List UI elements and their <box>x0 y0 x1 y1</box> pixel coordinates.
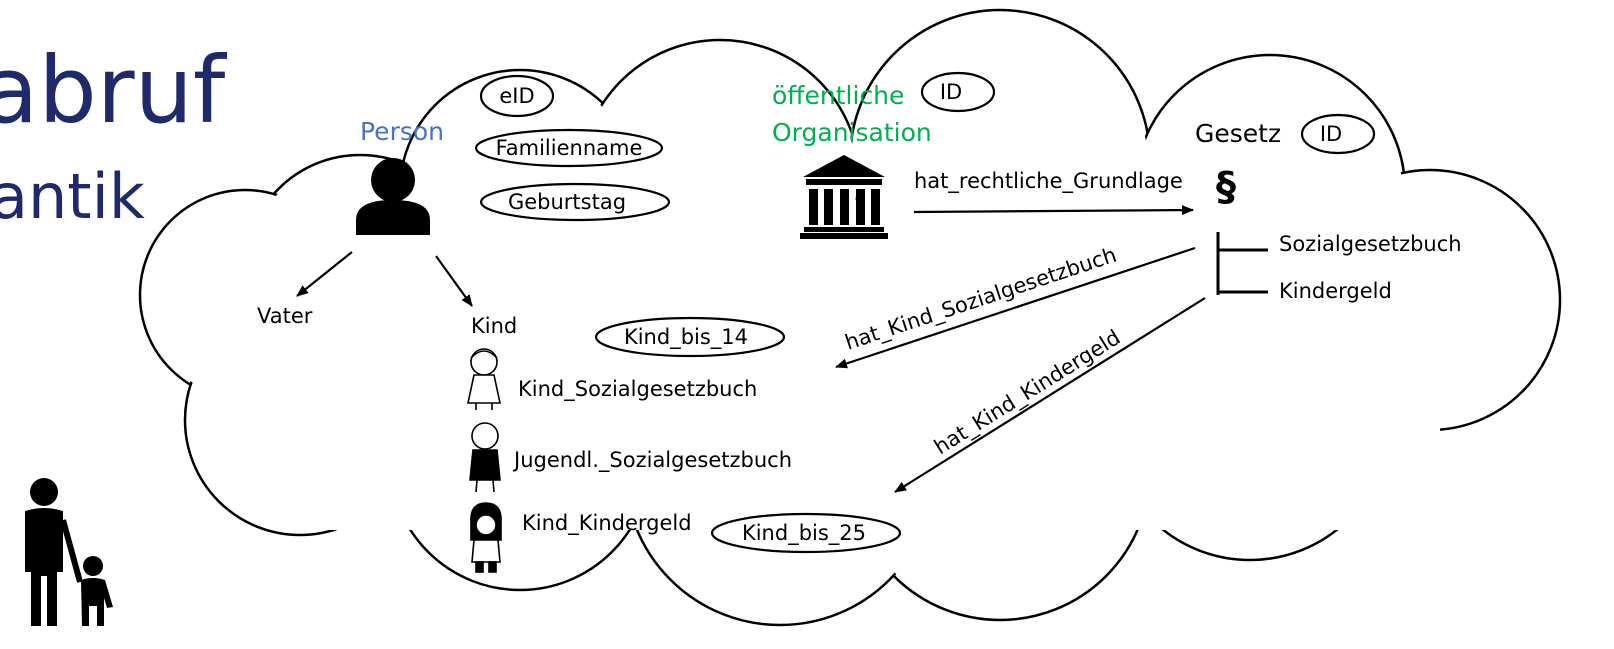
kind-bis-25-label: Kind_bis_25 <box>742 521 866 546</box>
person-to-vater-arrow <box>296 251 353 297</box>
gesetz-id-attribute: ID <box>1320 122 1342 146</box>
teen-icon <box>469 422 501 493</box>
slide-title-fragment: abruf <box>0 37 228 144</box>
paragraph-icon: § <box>1216 164 1236 210</box>
kind-sozialgesetzbuch-label: Kind_Sozialgesetzbuch <box>518 377 757 402</box>
kind-bis-14-oval <box>594 316 786 358</box>
vater-label: Vater <box>257 304 313 328</box>
rechtliche-grundlage-arrow <box>913 205 1194 216</box>
kindergeld-label: Kindergeld <box>1279 279 1392 303</box>
rechtliche-grundlage-relation-label: hat_rechtliche_Grundlage <box>914 169 1183 194</box>
kind-label: Kind <box>471 314 517 338</box>
child-kindergeld-icon <box>470 502 502 573</box>
gesetz-id-oval <box>1300 113 1376 155</box>
person-to-kind-arrow <box>435 255 473 307</box>
organisation-id-oval <box>920 71 996 113</box>
eid-attribute: eID <box>499 84 534 108</box>
kind-sozialgesetzbuch-arrow <box>835 246 1196 369</box>
gesetz-hierarchy-bracket <box>1216 232 1268 295</box>
eid-attribute-oval <box>479 74 555 118</box>
slide-subtitle-fragment: antik <box>0 160 145 233</box>
person-icon <box>356 158 430 235</box>
kind-bis-14-label: Kind_bis_14 <box>624 325 748 350</box>
organisation-label-line1: öffentliche <box>772 81 904 110</box>
organisation-label-line2: Organisation <box>772 118 932 147</box>
girl-child-icon <box>467 348 501 410</box>
kind-kindergeld-label: Kind_Kindergeld <box>522 511 692 536</box>
kind-kindergeld-arrow <box>894 297 1206 493</box>
parent-child-icon <box>25 478 113 626</box>
gesetz-label: Gesetz <box>1195 119 1281 148</box>
familienname-attribute: Familienname <box>496 136 643 160</box>
geburtstag-attribute-oval <box>479 182 671 222</box>
familienname-attribute-oval <box>474 128 664 168</box>
government-building-icon <box>800 155 888 239</box>
person-label: Person <box>360 117 444 146</box>
kind-bis-25-oval <box>710 512 902 554</box>
sozialgesetzbuch-label: Sozialgesetzbuch <box>1279 232 1462 256</box>
geburtstag-attribute: Geburtstag <box>508 190 626 214</box>
jugendl-sozialgesetzbuch-label: Jugendl._Sozialgesetzbuch <box>512 448 792 473</box>
organisation-id-attribute: ID <box>940 80 962 104</box>
